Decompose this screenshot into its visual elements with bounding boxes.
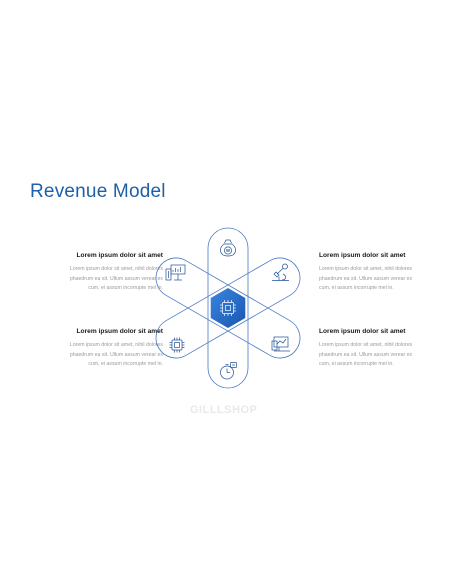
block-line: cum, ei assum incorrupte mel in. [88, 285, 163, 292]
stopwatch-icon [220, 362, 237, 380]
text-block-lower-right: Lorem ipsum dolor sit amet Lorem ipsum d… [319, 328, 439, 370]
block-line: Lorem ipsum dolor sit amet, nihil dolore… [319, 342, 413, 348]
block-line: cum, ei assum incorrupte mel in. [319, 285, 394, 292]
block-line: phaedrum ea sit. Ullum assum verear ex [319, 275, 413, 282]
block-line: Lorem ipsum dolor sit amet, nihil dolore… [69, 342, 163, 348]
money-bag-icon: W [220, 239, 236, 257]
microscope-icon [272, 263, 289, 281]
center-hexagon [210, 288, 246, 328]
block-body: Lorem ipsum dolor sit amet, nihil dolore… [319, 341, 439, 370]
processor-icon [220, 300, 236, 316]
block-line: cum, ei assum incorrupte mel in. [319, 361, 394, 368]
block-body: Lorem ipsum dolor sit amet, nihil dolore… [319, 265, 439, 294]
svg-text:W: W [226, 248, 230, 253]
block-line: phaedrum ea sit. Ullum assum verear ex [69, 351, 163, 358]
block-body: Lorem ipsum dolor sit amet, nihil dolore… [43, 265, 163, 294]
block-line: cum, ei assum incorrupte mel in. [88, 361, 163, 368]
block-body: Lorem ipsum dolor sit amet, nihil dolore… [43, 341, 163, 370]
block-heading: Lorem ipsum dolor sit amet [76, 328, 163, 335]
petal-diagonal-b [155, 257, 301, 359]
block-line: Lorem ipsum dolor sit amet, nihil dolore… [69, 266, 163, 272]
watermark: GILLLSHOP [190, 404, 258, 416]
text-block-lower-left: Lorem ipsum dolor sit amet Lorem ipsum d… [43, 328, 163, 370]
slide-title: Revenue Model [30, 181, 166, 202]
block-line: phaedrum ea sit. Ullum assum verear ex [319, 351, 413, 358]
block-line: Lorem ipsum dolor sit amet, nihil dolore… [319, 266, 413, 272]
petal-diagonal-a [155, 257, 301, 359]
petal-outlines [155, 227, 301, 389]
block-line: phaedrum ea sit. Ullum assum verear ex [69, 275, 163, 282]
cpu-chip-icon [169, 337, 185, 353]
petal-vertical [207, 227, 249, 389]
presentation-icon [271, 336, 290, 352]
text-block-upper-left: Lorem ipsum dolor sit amet Lorem ipsum d… [43, 252, 163, 294]
block-heading: Lorem ipsum dolor sit amet [319, 252, 406, 259]
text-block-upper-right: Lorem ipsum dolor sit amet Lorem ipsum d… [319, 252, 439, 294]
block-heading: Lorem ipsum dolor sit amet [76, 252, 163, 259]
block-heading: Lorem ipsum dolor sit amet [319, 328, 406, 335]
chart-board-icon [165, 264, 186, 281]
